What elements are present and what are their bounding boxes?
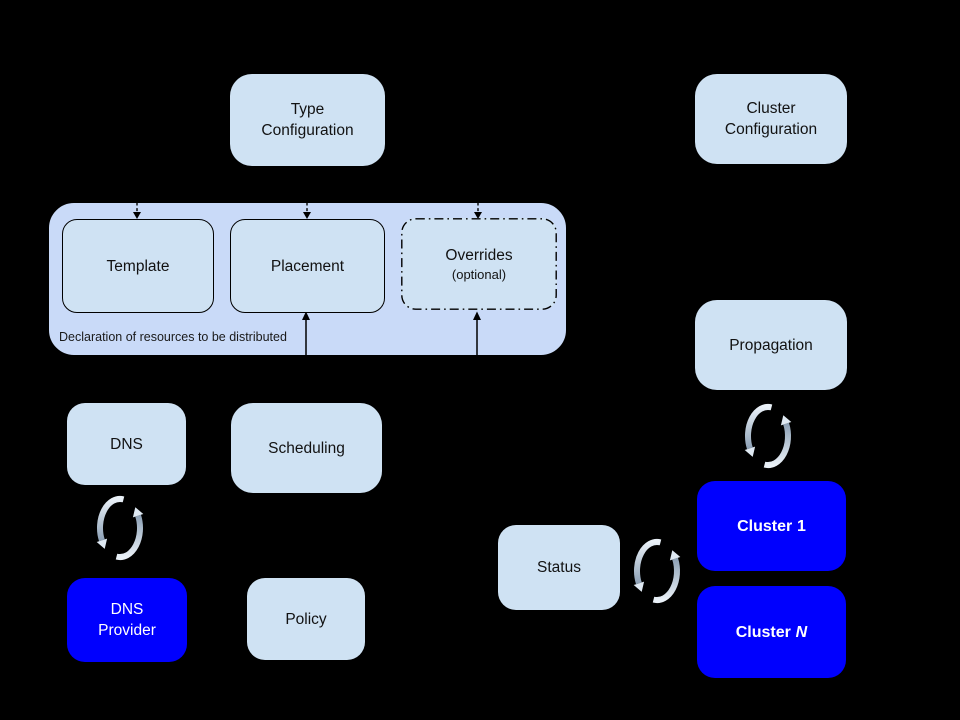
node-scheduling: Scheduling [231, 403, 382, 493]
node-label: Type [290, 101, 325, 118]
sync-icon [741, 398, 795, 474]
node-template: Template [62, 219, 214, 313]
node-label: Provider [98, 622, 156, 639]
node-label: Template [106, 257, 170, 275]
node-type-configuration: Type Configuration [230, 74, 385, 166]
sync-icon [93, 490, 147, 566]
node-overrides: Overrides (optional) [401, 218, 557, 310]
node-label: Overrides [445, 247, 513, 264]
node-status: Status [498, 525, 620, 610]
node-policy: Policy [247, 578, 365, 660]
node-label: Placement [270, 257, 345, 275]
sync-icon [630, 533, 684, 609]
node-label: Propagation [729, 336, 813, 354]
node-label: Policy [285, 610, 327, 628]
node-propagation: Propagation [695, 300, 847, 390]
dash-dot-border [401, 218, 557, 310]
group-caption: Declaration of resources to be distribut… [59, 330, 287, 344]
node-label: Scheduling [268, 439, 345, 457]
node-cluster-configuration: Cluster Configuration [695, 74, 847, 164]
node-placement: Placement [230, 219, 385, 313]
node-sublabel: (optional) [451, 267, 507, 282]
node-label: Configuration [261, 122, 354, 139]
node-label: DNS [110, 435, 143, 453]
node-label: Cluster [746, 100, 796, 117]
node-dns-provider: DNS Provider [67, 578, 187, 662]
node-label: DNS [110, 601, 144, 618]
connector-arrows [133, 202, 482, 356]
node-label: Configuration [724, 121, 818, 138]
node-dns: DNS [67, 403, 186, 485]
node-label: Status [537, 559, 581, 576]
